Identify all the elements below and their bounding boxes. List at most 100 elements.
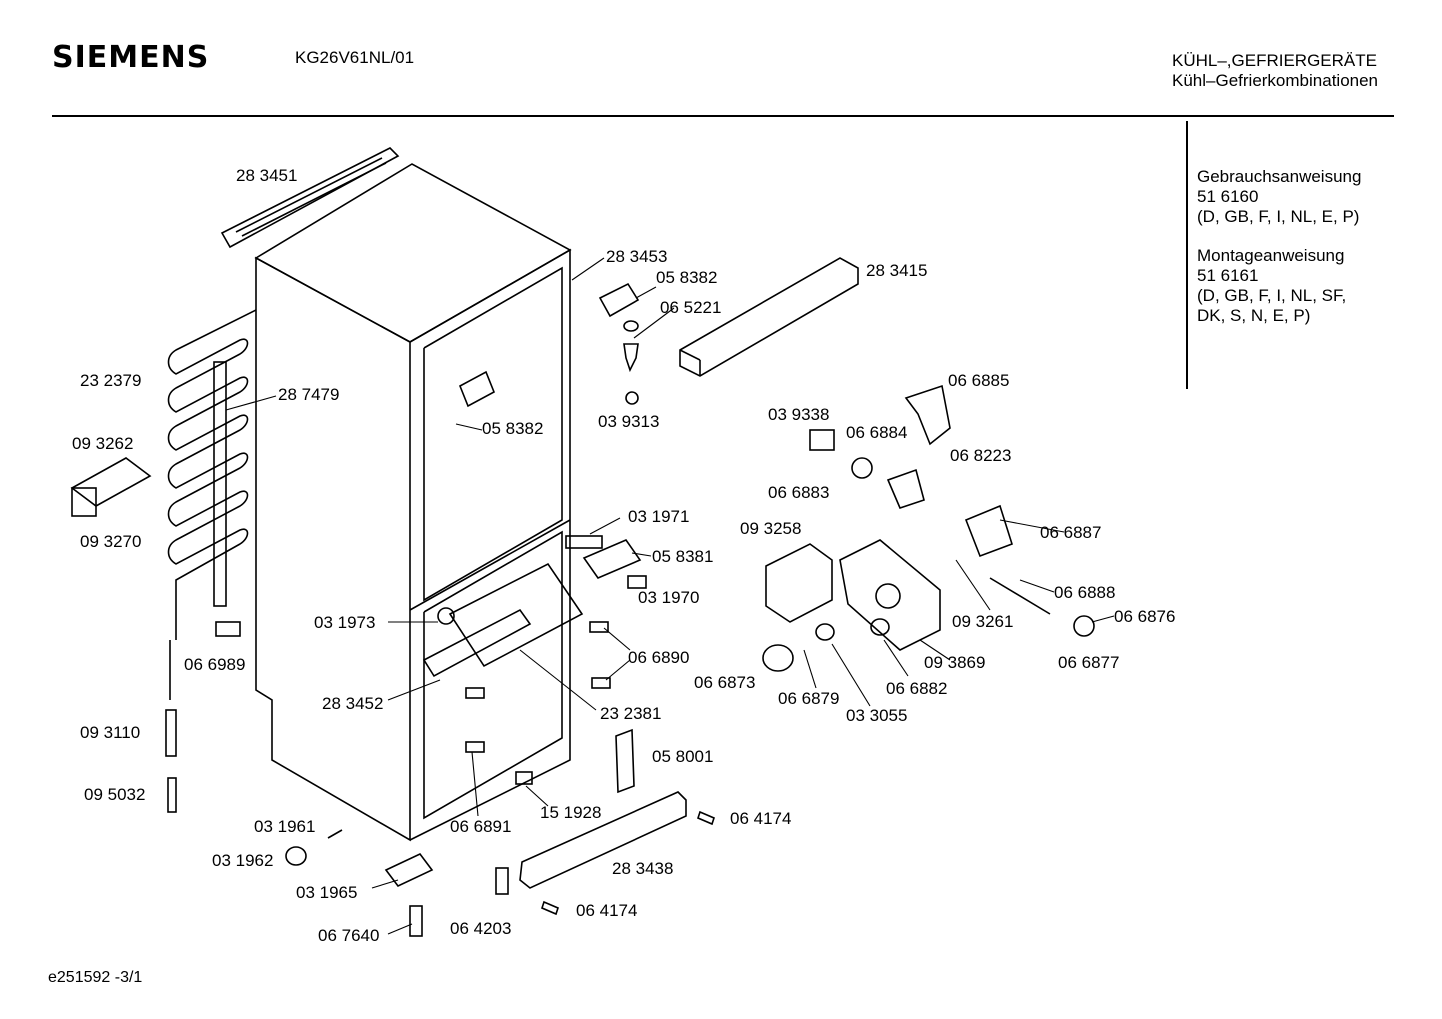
part-label: 09 5032 [84, 785, 145, 804]
documentation-list: Gebrauchsanweisung 51 6160 (D, GB, F, I,… [1197, 167, 1361, 326]
side-strip [213, 361, 227, 607]
part-label: 06 4174 [576, 901, 637, 920]
part-label: 05 8382 [482, 419, 543, 438]
hinge-plate [582, 539, 642, 579]
part-label: 28 3452 [322, 694, 383, 713]
part-label: 09 3258 [740, 519, 801, 538]
screw [697, 810, 715, 826]
brand-logo: SIEMENS [52, 40, 210, 75]
header-divider [52, 115, 1394, 117]
condenser-coil [167, 309, 257, 700]
cap [625, 391, 639, 405]
part-label: 23 2381 [600, 704, 661, 723]
category-title: KÜHL–,GEFRIERGERÄTE [1172, 51, 1377, 70]
plinth-clip [495, 867, 509, 895]
part-label: 06 6989 [184, 655, 245, 674]
part-label: 06 6877 [1058, 653, 1119, 672]
shelf-clip [465, 687, 485, 699]
part-label: 06 6883 [768, 483, 829, 502]
part-label: 09 3869 [924, 653, 985, 672]
temperature-sensor [165, 709, 177, 757]
part-label: 09 3270 [80, 532, 141, 551]
part-label: 15 1928 [540, 803, 601, 822]
drawing-code: e251592 -3/1 [48, 969, 143, 986]
cable-clip [1073, 615, 1095, 637]
glass-shelf [448, 562, 584, 668]
part-label: 03 1965 [296, 883, 357, 902]
part-label: 06 4174 [730, 809, 791, 828]
hinge-bracket [598, 282, 640, 318]
part-label: 06 7640 [318, 926, 379, 945]
sensor-sleeve [167, 777, 177, 813]
lamp [809, 429, 835, 451]
part-label: 06 6887 [1040, 523, 1101, 542]
bush [285, 846, 307, 866]
part-label: 05 8381 [652, 547, 713, 566]
part-label: 28 3415 [866, 261, 927, 280]
screw [541, 900, 559, 916]
part-label: 03 1962 [212, 851, 273, 870]
part-label: 28 3453 [606, 247, 667, 266]
cover-panel [70, 457, 152, 507]
part-label: 06 6873 [694, 673, 755, 692]
part-label: 03 9313 [598, 412, 659, 431]
part-labels: 28 3451 28 3453 05 8382 06 5221 28 3415 … [72, 166, 1175, 945]
top-profile [679, 257, 859, 377]
category-subtitle: Kühl–Gefrierkombinationen [1172, 71, 1379, 90]
shelf-bracket [458, 370, 496, 408]
hinge-pin [623, 343, 639, 373]
button [870, 618, 890, 636]
user-manual-languages: (D, GB, F, I, NL, E, P) [1197, 207, 1360, 226]
part-label: 06 6882 [886, 679, 947, 698]
lower-hinge [615, 728, 635, 794]
part-label: 09 3110 [80, 723, 140, 742]
part-label: 06 5221 [660, 298, 721, 317]
pin [327, 829, 343, 839]
diagram-drawing [70, 147, 1095, 937]
cabinet-body [254, 163, 572, 842]
cover-end [71, 487, 97, 517]
part-label: 06 6876 [1114, 607, 1175, 626]
thermostat [765, 543, 833, 623]
shelf-support [422, 608, 532, 678]
part-label: 28 3451 [236, 166, 297, 185]
switch [886, 468, 925, 509]
leader-lines [225, 257, 1115, 935]
shelf-clip [465, 741, 485, 753]
heater-rod [989, 577, 1051, 615]
ring [815, 623, 835, 641]
part-label: 03 1973 [314, 613, 375, 632]
part-label: 06 6885 [948, 371, 1009, 390]
part-label: 06 8223 [950, 446, 1011, 465]
user-manual-number: 51 6160 [1197, 187, 1259, 206]
category-block: KÜHL–,GEFRIERGERÄTE Kühl–Gefrierkombinat… [1172, 51, 1378, 91]
part-label: 28 3438 [612, 859, 673, 878]
lamp-ring [851, 457, 873, 479]
part-label: 03 1970 [638, 588, 699, 607]
part-label: 05 8382 [656, 268, 717, 287]
part-label: 23 2379 [80, 371, 141, 390]
clip [515, 771, 533, 785]
plinth [519, 791, 687, 889]
part-label: 06 6890 [628, 648, 689, 667]
fan-motor [964, 504, 1013, 558]
control-housing [839, 539, 941, 651]
clip [215, 621, 241, 637]
shelf-clip [591, 677, 611, 689]
user-manual-title: Gebrauchsanweisung [1197, 167, 1362, 186]
adjustable-foot [409, 905, 423, 937]
install-manual-languages-1: (D, GB, F, I, NL, SF, [1197, 286, 1347, 305]
part-label: 05 8001 [652, 747, 713, 766]
part-label: 03 3055 [846, 706, 907, 725]
part-label: 03 9338 [768, 405, 829, 424]
lamp-cover [904, 384, 951, 446]
control-dial-opening [875, 583, 901, 609]
knob [437, 607, 455, 625]
part-label: 06 6884 [846, 423, 907, 442]
part-label: 03 1971 [628, 507, 689, 526]
clip [627, 575, 647, 589]
install-manual-number: 51 6161 [1197, 266, 1259, 285]
thermostat-knob [762, 644, 794, 672]
install-manual-title: Montageanweisung [1197, 246, 1345, 265]
